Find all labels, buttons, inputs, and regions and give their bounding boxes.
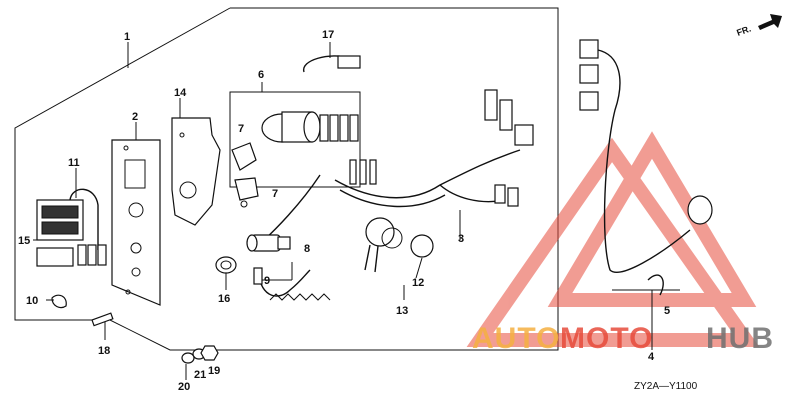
watermark-auto: AUTO	[472, 322, 560, 355]
rocker-switch-part	[36, 188, 107, 267]
callout-label: 14	[174, 87, 187, 99]
grommet-part	[215, 256, 237, 274]
callout-label: 20	[178, 381, 190, 393]
callout-label: 1	[124, 31, 130, 43]
callout-label: 16	[218, 293, 230, 305]
panel-plate-part	[111, 139, 161, 306]
kill-switch-part	[246, 174, 331, 301]
callout-label: 5	[664, 305, 670, 317]
callout-label: 21	[194, 369, 206, 381]
watermark-triangles	[466, 131, 760, 347]
callout-label: 9	[264, 275, 270, 287]
main-harness-part	[334, 89, 534, 208]
ignition-switch-part	[229, 91, 361, 188]
assembly-frame-outline	[14, 7, 559, 351]
arrow-icon	[758, 14, 782, 30]
callout-label: 7	[238, 123, 244, 135]
callout-label: 12	[412, 277, 424, 289]
callout-labels: 1 2 3 4 5 6 7 7 8 9 10 11 12 13 14 15 16…	[18, 29, 670, 393]
bracket-part	[171, 117, 221, 226]
callout-label: 6	[258, 69, 264, 81]
sub-harness-part	[579, 39, 713, 296]
watermark-moto: MOTO	[560, 322, 653, 355]
leader-lines	[33, 42, 680, 380]
watermark-text: AUTO MOTO HUB	[472, 322, 774, 355]
callout-label: 3	[458, 233, 464, 245]
front-direction-indicator: FR.	[735, 14, 782, 38]
callout-label: 15	[18, 235, 30, 247]
direction-label: FR.	[735, 24, 752, 38]
callout-label: 11	[68, 157, 80, 169]
buzzer-part	[364, 217, 434, 273]
diagram-code: ZY2A—Y1100	[634, 381, 698, 392]
callout-label: 10	[26, 295, 38, 307]
key-part	[231, 142, 259, 208]
callout-label: 18	[98, 345, 110, 357]
callout-label: 8	[304, 243, 310, 255]
callout-label: 19	[208, 365, 220, 377]
callout-label: 4	[648, 351, 655, 363]
callout-label: 13	[396, 305, 408, 317]
callout-label: 7	[272, 188, 278, 200]
cable-clip-part	[303, 55, 361, 73]
watermark-hub: HUB	[706, 322, 774, 355]
callout-label: 17	[322, 29, 334, 41]
small-hardware-parts	[51, 294, 219, 364]
callout-label: 2	[132, 111, 138, 123]
